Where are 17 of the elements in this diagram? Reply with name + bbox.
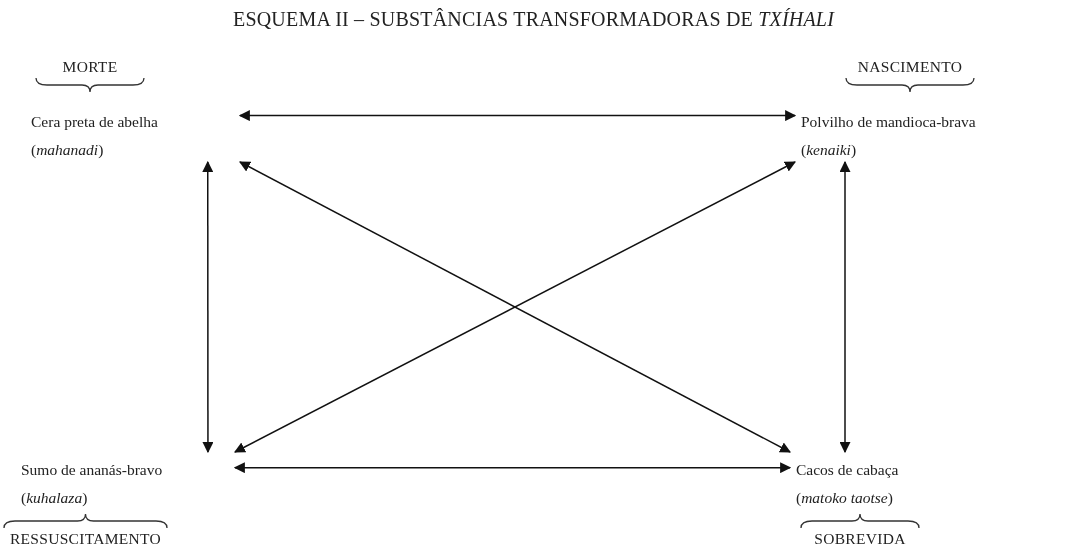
double-arrow	[839, 160, 851, 454]
substance-name: Cacos de cabaça	[796, 460, 900, 480]
double-arrow	[202, 160, 214, 454]
substance-name: Polvilho de mandioca-brava	[801, 112, 977, 132]
native-term: (kenaiki)	[801, 140, 858, 160]
phase-label: MORTE	[62, 58, 118, 76]
substance-name: Cera preta de abelha	[31, 112, 159, 132]
substance-name: Sumo de ananás-bravo	[21, 460, 164, 480]
diagram-title: ESQUEMA II – SUBSTÂNCIAS TRANSFORMADORAS DE TXÍHALI	[232, 8, 836, 31]
phase-label: RESSUSCITAMENTO	[9, 530, 162, 548]
native-term: (kuhalaza)	[21, 488, 89, 508]
phase-label: NASCIMENTO	[857, 58, 963, 76]
double-arrow	[233, 462, 792, 474]
phase-label: SOBREVIDA	[814, 530, 906, 548]
double-arrow	[238, 110, 797, 122]
native-term: (matoko taotse)	[796, 488, 894, 508]
native-term: (mahanadi)	[31, 140, 105, 160]
